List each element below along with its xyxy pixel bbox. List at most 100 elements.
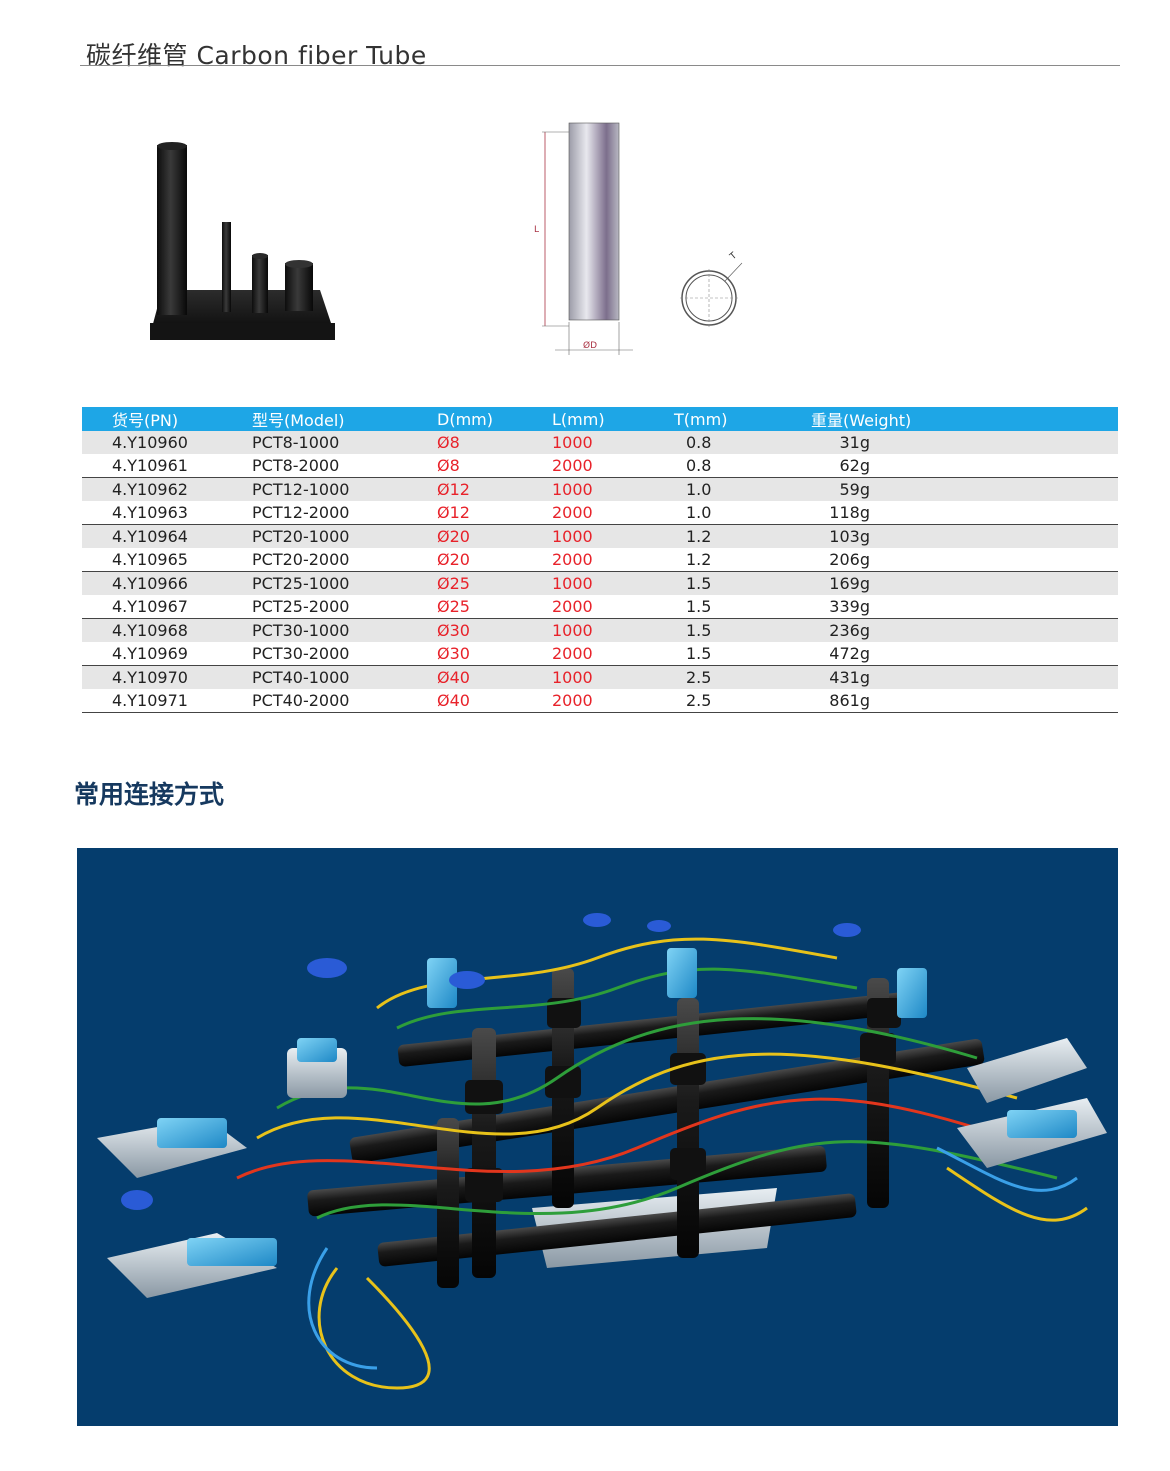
cell-t: 0.8 bbox=[672, 454, 811, 478]
cell-d: Ø12 bbox=[437, 477, 552, 501]
cell-t: 2.5 bbox=[672, 689, 811, 713]
cell-l: 1000 bbox=[552, 524, 672, 548]
cell-weight: 206g bbox=[811, 548, 1118, 572]
cell-pn: 4.Y10965 bbox=[82, 548, 252, 572]
cell-l: 2000 bbox=[552, 454, 672, 478]
cell-weight: 103g bbox=[811, 524, 1118, 548]
cell-l: 2000 bbox=[552, 689, 672, 713]
cell-pn: 4.Y10966 bbox=[82, 571, 252, 595]
cell-t: 1.2 bbox=[672, 548, 811, 572]
cell-weight: 861g bbox=[811, 689, 1118, 713]
spec-table: 货号(PN) 型号(Model) D(mm) L(mm) T(mm) 重量(We… bbox=[82, 407, 1118, 713]
cell-d: Ø25 bbox=[437, 595, 552, 619]
cell-weight: 31g bbox=[811, 431, 1118, 454]
cell-pn: 4.Y10960 bbox=[82, 431, 252, 454]
cell-t: 1.5 bbox=[672, 642, 811, 666]
robot-gripper-assembly-photo bbox=[77, 848, 1118, 1426]
col-weight: 重量(Weight) bbox=[811, 407, 1118, 431]
cell-l: 1000 bbox=[552, 665, 672, 689]
cell-model: PCT12-1000 bbox=[252, 477, 437, 501]
cell-t: 1.5 bbox=[672, 571, 811, 595]
col-model: 型号(Model) bbox=[252, 407, 437, 431]
cell-d: Ø20 bbox=[437, 548, 552, 572]
cell-l: 2000 bbox=[552, 501, 672, 525]
cell-weight: 236g bbox=[811, 618, 1118, 642]
cell-weight: 169g bbox=[811, 571, 1118, 595]
cell-t: 0.8 bbox=[672, 431, 811, 454]
cell-weight: 431g bbox=[811, 665, 1118, 689]
cell-pn: 4.Y10967 bbox=[82, 595, 252, 619]
cell-model: PCT30-2000 bbox=[252, 642, 437, 666]
cell-t: 1.0 bbox=[672, 477, 811, 501]
cell-model: PCT8-1000 bbox=[252, 431, 437, 454]
cell-d: Ø30 bbox=[437, 618, 552, 642]
cell-d: Ø25 bbox=[437, 571, 552, 595]
cell-d: Ø8 bbox=[437, 431, 552, 454]
title-divider bbox=[80, 65, 1120, 66]
col-t: T(mm) bbox=[672, 407, 811, 431]
cell-pn: 4.Y10964 bbox=[82, 524, 252, 548]
cell-t: 1.5 bbox=[672, 595, 811, 619]
cell-weight: 472g bbox=[811, 642, 1118, 666]
cell-d: Ø40 bbox=[437, 665, 552, 689]
cell-t: 1.0 bbox=[672, 501, 811, 525]
col-l: L(mm) bbox=[552, 407, 672, 431]
cell-d: Ø20 bbox=[437, 524, 552, 548]
cell-pn: 4.Y10969 bbox=[82, 642, 252, 666]
col-d: D(mm) bbox=[437, 407, 552, 431]
cell-t: 2.5 bbox=[672, 665, 811, 689]
thickness-label: T bbox=[728, 251, 740, 263]
cell-model: PCT30-1000 bbox=[252, 618, 437, 642]
cell-weight: 59g bbox=[811, 477, 1118, 501]
page-title: 碳纤维管 Carbon fiber Tube bbox=[86, 41, 427, 70]
cell-pn: 4.Y10971 bbox=[82, 689, 252, 713]
cell-l: 2000 bbox=[552, 548, 672, 572]
cell-l: 1000 bbox=[552, 477, 672, 501]
cell-weight: 339g bbox=[811, 595, 1118, 619]
cell-pn: 4.Y10963 bbox=[82, 501, 252, 525]
cell-d: Ø30 bbox=[437, 642, 552, 666]
cell-l: 1000 bbox=[552, 618, 672, 642]
diameter-label: ØD bbox=[583, 340, 597, 351]
cell-t: 1.2 bbox=[672, 524, 811, 548]
cell-weight: 118g bbox=[811, 501, 1118, 525]
cell-weight: 62g bbox=[811, 454, 1118, 478]
cell-model: PCT20-2000 bbox=[252, 548, 437, 572]
cell-model: PCT40-1000 bbox=[252, 665, 437, 689]
length-label: L bbox=[534, 225, 539, 235]
cell-model: PCT20-1000 bbox=[252, 524, 437, 548]
carbon-tube-stand-photo bbox=[150, 142, 335, 340]
cell-t: 1.5 bbox=[672, 618, 811, 642]
table-header-row: 货号(PN) 型号(Model) D(mm) L(mm) T(mm) 重量(We… bbox=[82, 407, 1118, 431]
col-pn: 货号(PN) bbox=[82, 407, 252, 431]
cell-model: PCT40-2000 bbox=[252, 689, 437, 713]
cell-l: 2000 bbox=[552, 595, 672, 619]
cell-l: 1000 bbox=[552, 431, 672, 454]
cell-d: Ø40 bbox=[437, 689, 552, 713]
cell-model: PCT8-2000 bbox=[252, 454, 437, 478]
cell-l: 1000 bbox=[552, 571, 672, 595]
tube-dimension-diagram: L ØD T bbox=[534, 122, 743, 355]
cell-model: PCT25-1000 bbox=[252, 571, 437, 595]
cell-model: PCT25-2000 bbox=[252, 595, 437, 619]
cell-pn: 4.Y10962 bbox=[82, 477, 252, 501]
cell-model: PCT12-2000 bbox=[252, 501, 437, 525]
cell-d: Ø8 bbox=[437, 454, 552, 478]
cell-l: 2000 bbox=[552, 642, 672, 666]
section-title: 常用连接方式 bbox=[74, 780, 225, 809]
cell-pn: 4.Y10970 bbox=[82, 665, 252, 689]
cell-pn: 4.Y10961 bbox=[82, 454, 252, 478]
cell-d: Ø12 bbox=[437, 501, 552, 525]
